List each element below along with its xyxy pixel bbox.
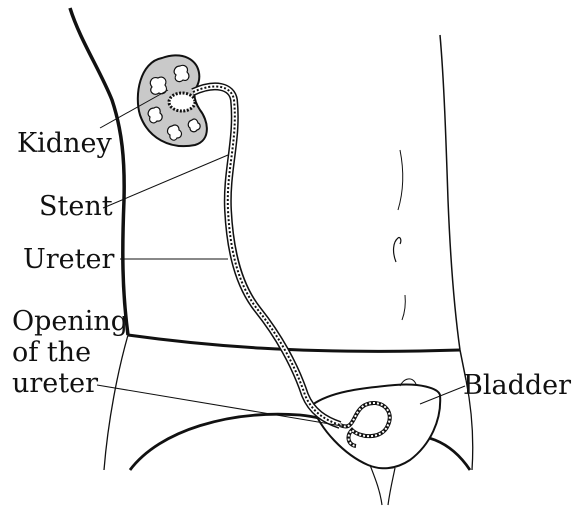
- ureter-outer: [193, 86, 340, 425]
- body-right-outline: [440, 35, 466, 380]
- bladder-label: Bladder: [463, 370, 571, 401]
- abdomen-contour: [398, 150, 403, 210]
- ureter-inner: [193, 86, 340, 425]
- body-left-outline: [70, 8, 128, 335]
- opening-label-line-1: Opening: [12, 306, 128, 337]
- bladder-shape: [312, 385, 440, 469]
- waist-line: [128, 335, 460, 351]
- kidney-label: Kidney: [17, 128, 112, 159]
- stent-kidney-coil: [169, 93, 195, 111]
- stent-label: Stent: [39, 191, 113, 222]
- ureter-label: Ureter: [23, 244, 114, 275]
- stent-tube: [193, 86, 340, 425]
- opening-label-line-2: of the: [12, 337, 128, 368]
- stent-leader: [103, 155, 228, 208]
- groin-contour: [402, 295, 405, 320]
- opening-of-ureter-label: Opening of the ureter: [12, 306, 128, 399]
- opening-label-line-3: ureter: [12, 368, 128, 399]
- navel: [394, 237, 401, 262]
- bladder-neck: [370, 465, 395, 505]
